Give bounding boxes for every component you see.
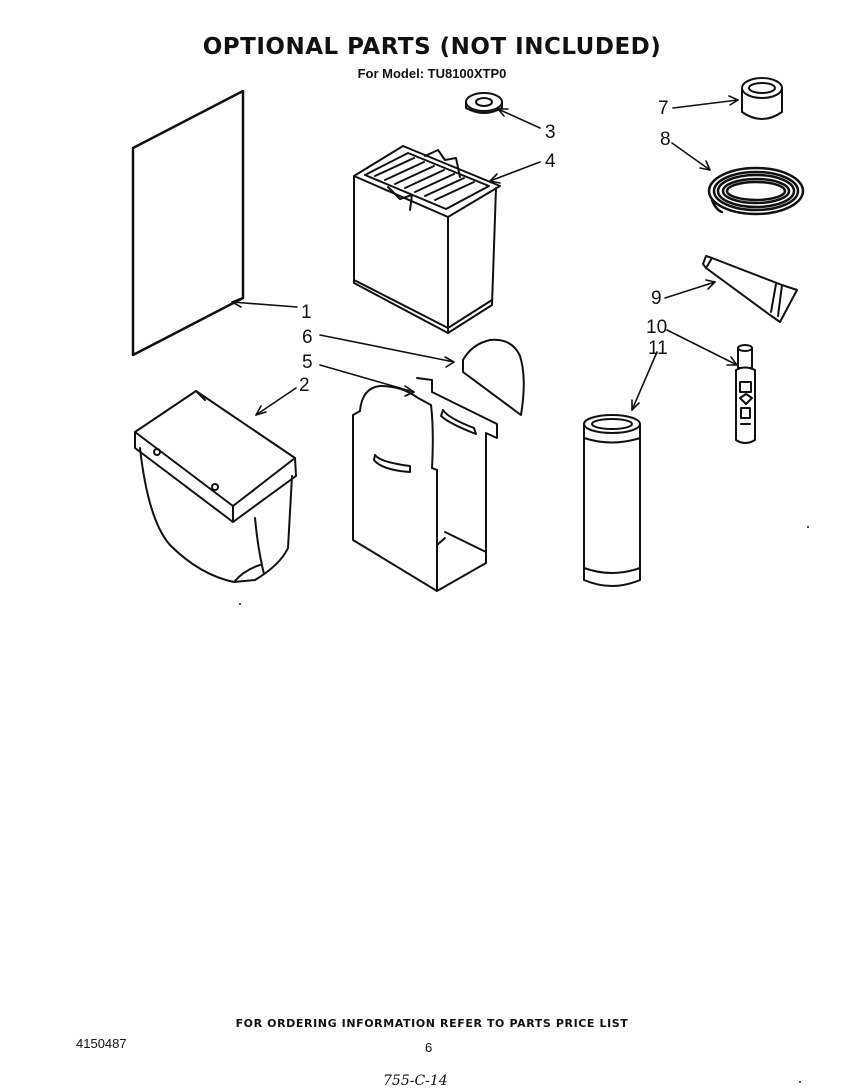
- callout-9: 9: [651, 288, 662, 309]
- callout-4: 4: [545, 151, 556, 172]
- model-subtitle: For Model: TU8100XTP0: [357, 66, 507, 81]
- callout-3: 3: [545, 122, 556, 143]
- handwritten-code: 755-C-14: [383, 1073, 448, 1089]
- ordering-note: FOR ORDERING INFORMATION REFER TO PARTS …: [235, 1017, 629, 1030]
- bag-illustration: [134, 390, 297, 583]
- callout-5: 5: [302, 352, 313, 373]
- bag-caddy-illustration: [352, 377, 498, 592]
- callout-8: 8: [660, 129, 671, 150]
- callout-10: 10: [646, 317, 667, 338]
- touch-up-paint-illustration: [735, 344, 756, 444]
- ring-illustration: [465, 92, 503, 114]
- spray-can-illustration: [583, 414, 641, 587]
- tube-illustration: [702, 255, 798, 323]
- panel-illustration: [131, 89, 245, 357]
- caddy-end-panel-illustration: [462, 338, 525, 416]
- page-number: 6: [425, 1040, 433, 1055]
- leader-lines: [231, 95, 739, 416]
- callout-7: 7: [658, 98, 669, 119]
- callout-11: 11: [648, 338, 668, 359]
- callout-6: 6: [302, 327, 313, 348]
- coil-illustration: [707, 166, 805, 216]
- document-number: 4150487: [76, 1036, 127, 1051]
- filter-box-illustration: [353, 145, 501, 334]
- callout-1: 1: [301, 302, 312, 323]
- cup-illustration: [741, 77, 783, 120]
- page-title: OPTIONAL PARTS (NOT INCLUDED): [202, 34, 662, 60]
- callout-2: 2: [299, 375, 310, 396]
